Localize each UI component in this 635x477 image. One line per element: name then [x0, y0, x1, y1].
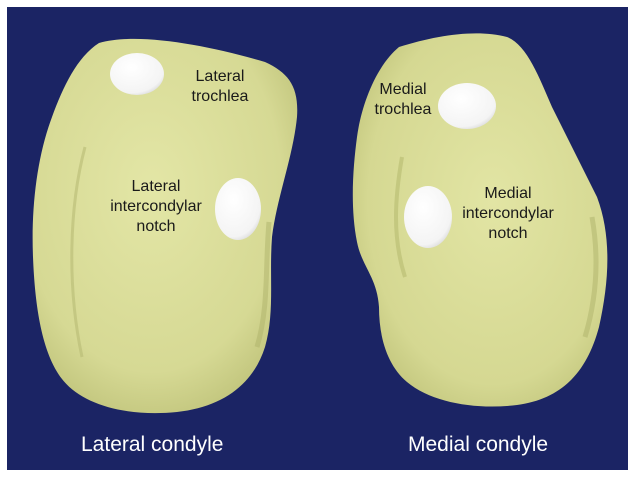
lateral-trochlea-label: Lateral trochlea [170, 67, 270, 107]
lateral-notch-marker [215, 178, 261, 240]
medial-notch-label: Medial intercondylar notch [443, 184, 573, 244]
lateral-notch-label-line-2: intercondylar [91, 197, 221, 217]
lateral-trochlea-label-line-1: Lateral [170, 67, 270, 87]
medial-notch-label-line-2: intercondylar [443, 204, 573, 224]
lateral-trochlea-marker [110, 53, 164, 95]
lateral-condyle-caption: Lateral condyle [81, 433, 223, 457]
medial-trochlea-marker [438, 83, 496, 129]
medial-notch-label-line-3: notch [443, 224, 573, 244]
figure-panel: Lateral trochlea Lateral intercondylar n… [7, 7, 628, 470]
medial-notch-label-line-1: Medial [443, 184, 573, 204]
medial-trochlea-label-line-1: Medial [363, 80, 443, 100]
medial-trochlea-label-line-2: trochlea [363, 100, 443, 120]
lateral-notch-label-line-3: notch [91, 217, 221, 237]
lateral-notch-label: Lateral intercondylar notch [91, 177, 221, 237]
medial-trochlea-label: Medial trochlea [363, 80, 443, 120]
lateral-notch-label-line-1: Lateral [91, 177, 221, 197]
lateral-trochlea-label-line-2: trochlea [170, 87, 270, 107]
medial-condyle-caption: Medial condyle [408, 433, 548, 457]
